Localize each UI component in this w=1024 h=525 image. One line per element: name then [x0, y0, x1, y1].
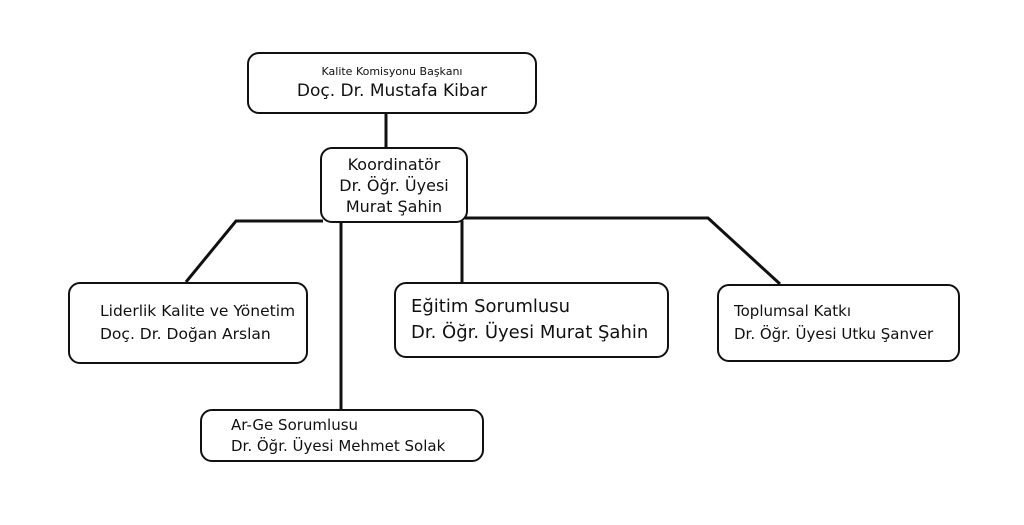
node-education-name: Dr. Öğr. Üyesi Murat Şahin	[411, 322, 649, 343]
node-community-title: Toplumsal Katkı	[734, 302, 852, 320]
node-leadership-name: Doç. Dr. Doğan Arslan	[100, 325, 271, 343]
node-rnd: Ar-Ge Sorumlusu Dr. Öğr. Üyesi Mehmet So…	[200, 409, 484, 462]
node-community: Toplumsal Katkı Dr. Öğr. Üyesi Utku Şanv…	[717, 284, 960, 362]
node-coordinator-line3: Murat Şahin	[345, 196, 443, 216]
node-coordinator-line2: Dr. Öğr. Üyesi	[339, 175, 449, 195]
connector-right-branch	[465, 216, 782, 286]
node-community-name: Dr. Öğr. Üyesi Utku Şanver	[734, 325, 934, 343]
node-head-title: Kalite Komisyonu Başkanı	[321, 65, 463, 78]
node-head: Kalite Komisyonu Başkanı Doç. Dr. Mustaf…	[247, 52, 537, 114]
node-leadership-title: Liderlik Kalite ve Yönetim	[100, 302, 296, 320]
node-coordinator-title: Koordinatör	[347, 154, 441, 174]
node-rnd-title: Ar-Ge Sorumlusu	[231, 415, 359, 434]
node-head-name: Doç. Dr. Mustafa Kibar	[296, 81, 488, 101]
node-leadership: Liderlik Kalite ve Yönetim Doç. Dr. Doğa…	[68, 282, 308, 364]
node-education-title: Eğitim Sorumlusu	[411, 296, 571, 317]
node-education: Eğitim Sorumlusu Dr. Öğr. Üyesi Murat Şa…	[394, 282, 669, 358]
node-coordinator: Koordinatör Dr. Öğr. Üyesi Murat Şahin	[320, 147, 468, 223]
connector-left-branch	[184, 219, 323, 283]
node-rnd-name: Dr. Öğr. Üyesi Mehmet Solak	[231, 436, 446, 455]
